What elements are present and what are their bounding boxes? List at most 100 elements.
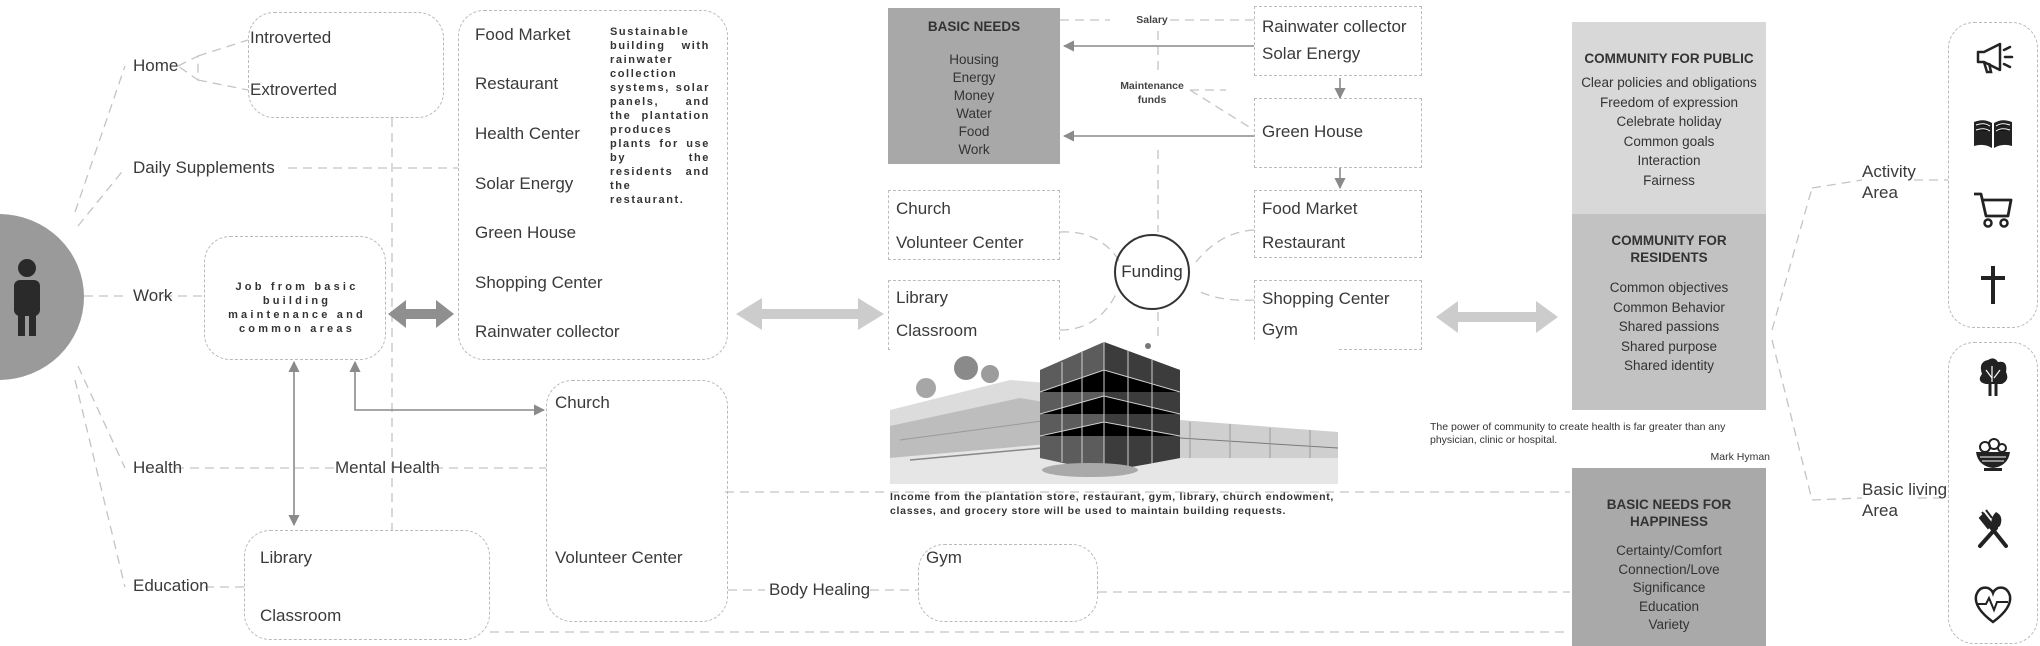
volunteer-mid-label: Volunteer Center [896,233,1024,252]
gym-box [918,544,1098,622]
food-market-label: Food Market [1262,199,1358,218]
residents-item-4: Shared purpose [1620,338,1718,354]
volunteer-center-label: Volunteer Center [555,548,683,567]
happiness-item-1: Certainty/Comfort [1616,543,1722,558]
residents-item-1: Common objectives [1609,280,1729,295]
residents-item-2: Common Behavior [1613,299,1725,315]
income-caption: Income from the plantation store, restau… [890,491,1335,517]
maintenance-funds-label-2: funds [1137,94,1167,106]
library-mid-label: Library [896,288,948,307]
basic-need-energy: Energy [952,70,996,85]
service-shopping-center: Shopping Center [475,273,603,292]
happiness-title-1: BASIC NEEDS FOR [1606,497,1732,512]
vegetable-icon [1979,358,2008,396]
community-public-title: COMMUNITY FOR PUBLIC [1584,51,1754,66]
basic-icons-box [1948,342,2038,644]
community-residents-box: COMMUNITY FOR RESIDENTS Common objective… [1572,214,1766,410]
home-introverted: Introverted [250,28,332,47]
services-box [458,10,728,360]
food-bowl-icon [1976,438,2010,471]
branch-health: Health [133,458,183,477]
cart-icon [1974,192,2013,228]
basic-need-food: Food [958,124,990,139]
basic-need-water: Water [956,106,992,121]
public-item-2: Freedom of expression [1599,94,1739,110]
utensils-icon [1978,509,2008,548]
public-item-1: Clear policies and obligations [1581,75,1757,90]
public-item-5: Interaction [1637,153,1701,168]
rainwater-solar-box [1254,6,1422,76]
branch-work: Work [133,286,173,305]
church-mid-label: Church [896,199,951,218]
basic-need-housing: Housing [949,52,999,67]
basic-need-money: Money [953,88,995,103]
library-label: Library [260,548,312,567]
food-restaurant-box [1254,190,1422,258]
funding-label: Funding [1121,262,1183,281]
shopping-gym-box [1254,280,1422,350]
rainwater-collector-label: Rainwater collector [1262,17,1407,36]
body-healing-label: Body Healing [769,580,871,599]
community-residents-title-1: COMMUNITY FOR [1611,233,1727,248]
activity-area-label-2: Area [1862,183,1898,202]
maintenance-funds-label-1: Maintenance [1120,80,1184,92]
basic-living-label-2: Area [1862,501,1898,520]
service-rainwater-collector: Rainwater collector [475,322,620,341]
building-illustration [890,340,1338,484]
mental-health-label: Mental Health [335,458,440,477]
basic-needs-box: BASIC NEEDS Housing Energy Money Water F… [888,8,1060,164]
church-volunteer-box [546,380,728,622]
services-description: Sustainable building with rainwater coll… [610,26,710,206]
quote-text: The power of community to create health … [1430,421,1726,446]
service-food-market: Food Market [475,25,571,44]
basic-need-work: Work [958,142,990,157]
happiness-item-3: Significance [1632,580,1706,595]
solar-energy-label: Solar Energy [1262,44,1361,63]
branch-daily-supplements: Daily Supplements [133,158,275,177]
residents-item-3: Shared passions [1618,319,1720,334]
community-residents-title-2: RESIDENTS [1630,250,1708,265]
green-house-box [1254,98,1422,168]
service-solar-energy: Solar Energy [475,174,574,193]
activity-icons-box [1948,22,2038,328]
work-description: Job from basic building maintenance and … [228,281,366,335]
community-public-box: COMMUNITY FOR PUBLIC Clear policies and … [1572,22,1766,214]
happiness-item-5: Variety [1648,617,1690,632]
basic-happiness-box: BASIC NEEDS FOR HAPPINESS Certainty/Comf… [1572,468,1766,646]
book-icon [1974,120,2012,148]
gym-label: Gym [926,548,962,567]
classroom-mid-label: Classroom [896,321,978,340]
public-item-4: Common goals [1623,133,1715,149]
restaurant-label: Restaurant [1262,233,1346,252]
green-house-label: Green House [1262,122,1364,141]
branch-home: Home [133,56,179,75]
classroom-label: Classroom [260,606,342,625]
salary-label: Salary [1136,14,1168,26]
church-label: Church [555,393,610,412]
basic-needs-title: BASIC NEEDS [927,19,1021,34]
activity-area-label-1: Activity [1862,162,1916,181]
happiness-item-2: Connection/Love [1618,561,1720,577]
cross-icon [1981,266,2005,304]
basic-living-label-1: Basic living [1862,480,1948,499]
home-extroverted: Extroverted [250,80,337,99]
shopping-center-label: Shopping Center [1262,289,1390,308]
happiness-item-4: Education [1638,598,1700,614]
home-box [248,12,444,118]
megaphone-icon [1976,42,2014,74]
funding-circle: Funding [1114,234,1190,310]
happiness-title-2: HAPPINESS [1629,514,1709,529]
gym-label-right: Gym [1262,320,1298,339]
branch-education: Education [133,576,209,595]
service-health-center: Health Center [475,124,580,143]
library-classroom-box [244,530,490,640]
service-restaurant: Restaurant [475,74,559,93]
service-green-house: Green House [475,223,577,242]
residents-item-5: Shared identity [1623,358,1715,373]
person-icon [14,259,40,336]
heart-pulse-icon [1974,586,2012,624]
public-item-6: Fairness [1643,172,1695,188]
quote-author: Mark Hyman [1710,451,1770,463]
work-box [204,236,386,360]
